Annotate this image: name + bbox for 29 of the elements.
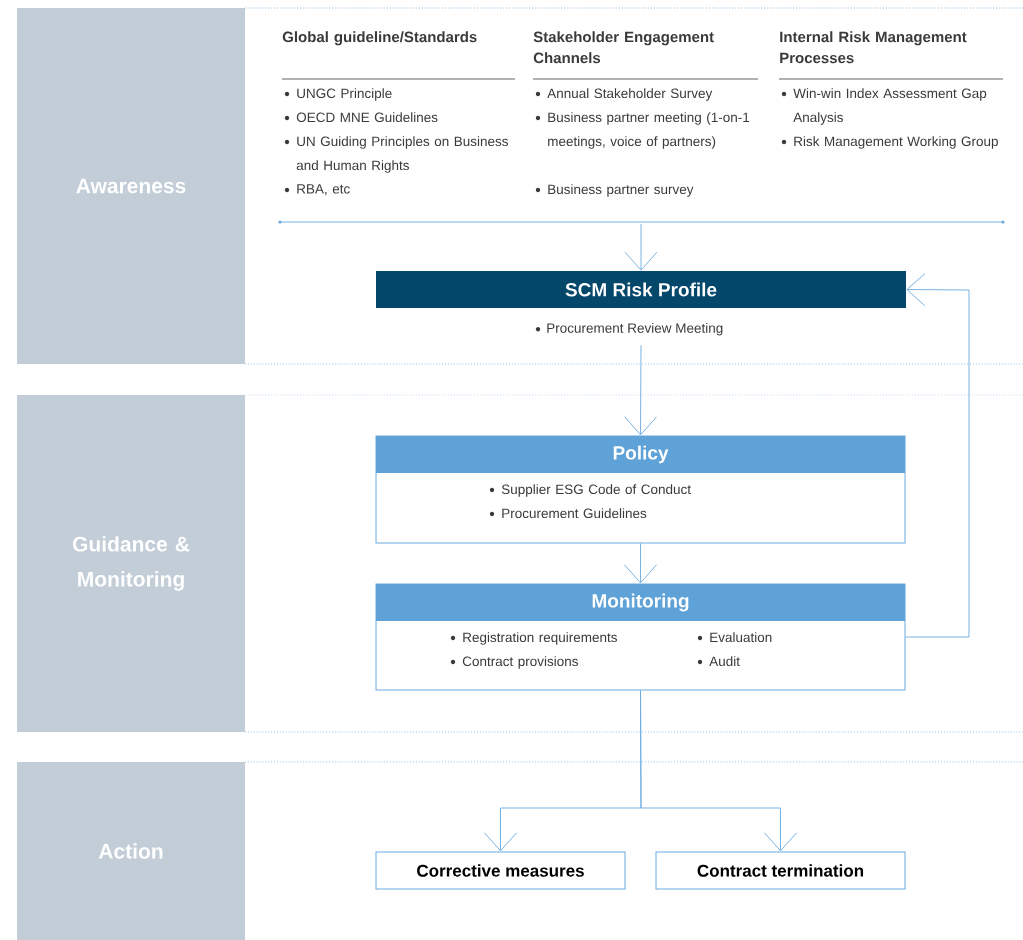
- bullet-item: Business partner meeting (1-on-1 meetings, voice of partners): [535, 112, 750, 149]
- column-heading: Stakeholder Engagement Channels: [533, 31, 714, 64]
- row-band: Action: [17, 762, 245, 940]
- bullet-item: Procurement Guidelines: [489, 508, 647, 519]
- bullet-item: UN Guiding Principles on Business and Human Rights: [284, 136, 508, 173]
- bullet-item: Supplier ESG Code of Conduct: [489, 484, 691, 497]
- bullet-item: Win-win Index Assessment Gap Analysis: [781, 88, 987, 125]
- bullet-item: RBA, etc: [284, 184, 350, 196]
- bracket-line: [278, 220, 1005, 224]
- bullet-item: Annual Stakeholder Survey: [535, 88, 713, 101]
- bullet-item: Evaluation: [697, 632, 772, 643]
- result-box: Contract termination: [655, 851, 906, 890]
- column-heading: Internal Risk Management Processes: [780, 31, 967, 64]
- bullet-item: UNGC Principle: [284, 88, 392, 101]
- bullet-item: Contract provisions: [450, 656, 578, 669]
- arrow: [624, 344, 658, 436]
- row-band: Guidance & Monitoring: [17, 395, 245, 732]
- result-box: Corrective measures: [375, 851, 626, 890]
- title-bar: SCM Risk Profile: [376, 271, 906, 308]
- note-text: Procurement Review Meeting: [535, 322, 723, 336]
- bullet-item: Registration requirements: [450, 632, 617, 645]
- bullet-item: Risk Management Working Group: [781, 136, 998, 149]
- bullet-item: Audit: [697, 656, 740, 667]
- column-heading: Global guideline/Standards: [282, 31, 477, 46]
- arrow: [640, 690, 797, 852]
- arrow: [905, 273, 970, 638]
- bullet-item: OECD MNE Guidelines: [284, 112, 438, 123]
- bullet-item: Business partner survey: [535, 184, 694, 197]
- row-band: Awareness: [17, 8, 245, 364]
